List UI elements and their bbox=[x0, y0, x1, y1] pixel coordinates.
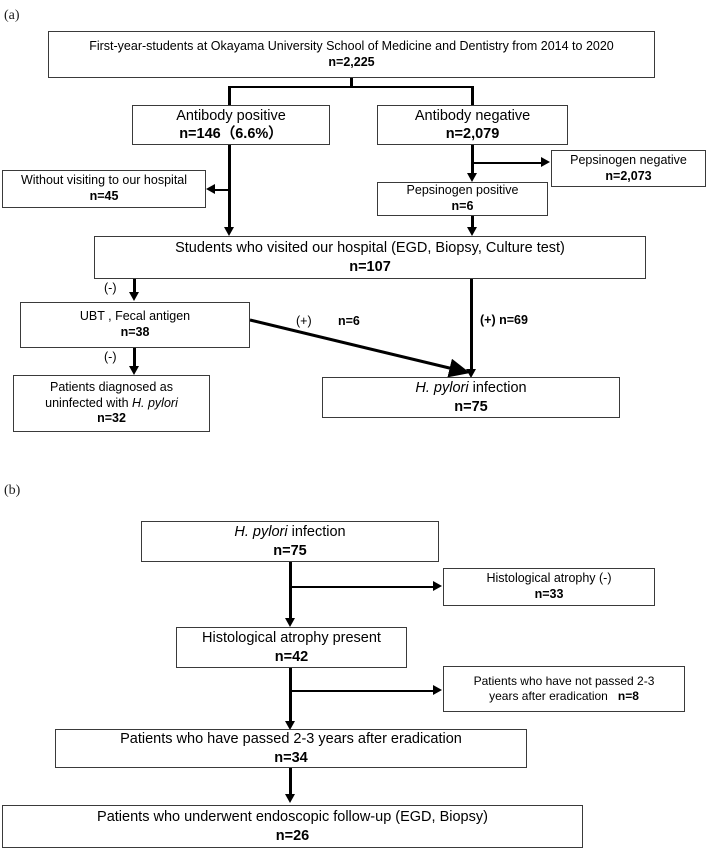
edge-label-uninfected-negative: (-) bbox=[104, 350, 117, 364]
arrowhead-atrophy-negative bbox=[433, 581, 442, 592]
node-atrophy-present-line2: n=42 bbox=[274, 648, 309, 665]
connector-to-antibody-positive bbox=[228, 85, 231, 106]
connector-abpos-to-without-visiting bbox=[214, 188, 230, 191]
node-uninfected-line2-text: uninfected with bbox=[45, 395, 132, 410]
node-pepsinogen-positive: Pepsinogen positive n=6 bbox=[377, 182, 548, 216]
node-ubt-fecal-antigen: UBT , Fecal antigen n=38 bbox=[20, 302, 250, 348]
connector-abneg-to-pepsinogen-negative bbox=[472, 161, 542, 164]
node-visited-hospital-line2: n=107 bbox=[349, 258, 391, 275]
node-antibody-negative-line1: Antibody negative bbox=[414, 107, 531, 124]
arrowhead-abpos-to-hospital bbox=[223, 227, 234, 236]
node-hp-infection-a: H. pylori infection n=75 bbox=[322, 377, 620, 418]
node-cohort-line1: First-year-students at Okayama Universit… bbox=[89, 38, 614, 53]
node-cohort-line2: n=2,225 bbox=[328, 54, 375, 69]
node-hp-infection-b: H. pylori infection n=75 bbox=[141, 521, 439, 562]
node-hp-infection-b-rest: infection bbox=[287, 524, 346, 541]
edge-label-ubt-positive-n: n=6 bbox=[338, 314, 360, 328]
node-antibody-positive: Antibody positive n=146（6.6%） bbox=[132, 105, 330, 145]
node-cohort: First-year-students at Okayama Universit… bbox=[48, 31, 655, 78]
node-not-passed: Patients who have not passed 2-3 years a… bbox=[443, 666, 685, 712]
node-pepsinogen-negative-line2: n=2,073 bbox=[605, 168, 652, 183]
arrowhead-hospital-to-hp bbox=[466, 369, 476, 378]
node-hp-infection-a-line2: n=75 bbox=[454, 398, 488, 415]
connector-atrophy-to-not-passed bbox=[291, 689, 434, 692]
node-hp-infection-a-line1: H. pylori infection bbox=[415, 379, 526, 397]
panel-a-label: (a) bbox=[4, 8, 20, 23]
node-without-visiting-line1: Without visiting to our hospital bbox=[20, 173, 188, 188]
connector-ubt-to-uninfected bbox=[132, 348, 136, 367]
node-atrophy-negative-line2: n=33 bbox=[534, 587, 564, 601]
arrowhead-abneg-to-pepsinogen-positive bbox=[466, 173, 477, 182]
node-not-passed-line2-text: years after eradication bbox=[489, 689, 608, 703]
node-hp-infection-b-line2: n=75 bbox=[273, 542, 307, 559]
connector-atrophy-to-passed bbox=[288, 668, 292, 723]
node-uninfected-line2: uninfected with H. pylori bbox=[45, 396, 178, 412]
node-without-visiting-line2: n=45 bbox=[89, 189, 119, 203]
connector-pepsinogen-to-hospital bbox=[470, 216, 474, 228]
node-atrophy-negative: Histological atrophy (-) n=33 bbox=[443, 568, 655, 606]
arrowhead-passed-to-followup bbox=[284, 794, 295, 803]
node-passed: Patients who have passed 2-3 years after… bbox=[55, 729, 527, 768]
node-pepsinogen-positive-line2: n=6 bbox=[451, 199, 474, 213]
arrowhead-not-passed bbox=[433, 685, 442, 696]
arrowhead-atrophy-to-passed bbox=[284, 721, 295, 730]
connector-hospital-to-ubt bbox=[132, 279, 136, 293]
node-not-passed-line1: Patients who have not passed 2-3 bbox=[473, 674, 655, 688]
node-pepsinogen-positive-line1: Pepsinogen positive bbox=[406, 183, 519, 198]
node-hp-infection-a-rest: infection bbox=[468, 380, 527, 397]
node-uninfected-line1: Patients diagnosed as bbox=[49, 380, 173, 395]
panel-b-label: (b) bbox=[4, 483, 21, 498]
node-atrophy-present-line1: Histological atrophy present bbox=[202, 630, 381, 647]
node-endoscopic-followup-line2: n=26 bbox=[275, 827, 310, 844]
arrowhead-hospital-to-ubt bbox=[128, 292, 139, 301]
connector-abneg-stem bbox=[470, 145, 474, 176]
node-hp-infection-b-line1: H. pylori infection bbox=[234, 523, 345, 541]
node-atrophy-present: Histological atrophy present n=42 bbox=[176, 627, 407, 668]
arrowhead-hpb-to-atrophy-present bbox=[284, 618, 295, 627]
arrowhead-ubt-to-uninfected bbox=[128, 366, 139, 375]
node-antibody-negative: Antibody negative n=2,079 bbox=[377, 105, 568, 145]
connector-cohort-bus bbox=[229, 85, 474, 88]
node-antibody-positive-line1: Antibody positive bbox=[176, 107, 286, 124]
node-antibody-positive-line2: n=146（6.6%） bbox=[179, 126, 283, 142]
node-ubt-line2: n=38 bbox=[120, 325, 150, 339]
edge-label-ubt-branch-negative: (-) bbox=[104, 281, 117, 295]
edge-label-direct-positive: (+) n=69 bbox=[480, 313, 528, 327]
node-uninfected-line3: n=32 bbox=[97, 411, 126, 426]
connector-cohort-stem bbox=[350, 78, 353, 88]
connector-abpos-to-hospital bbox=[227, 145, 231, 228]
connector-hpb-to-atrophy-negative bbox=[291, 585, 434, 588]
connector-passed-to-followup bbox=[288, 768, 292, 796]
connector-to-antibody-negative bbox=[471, 85, 474, 106]
connector-hpb-to-atrophy-present bbox=[288, 562, 292, 620]
arrowhead-pepsinogen-negative bbox=[541, 157, 550, 168]
node-visited-hospital-line1: Students who visited our hospital (EGD, … bbox=[175, 240, 565, 257]
node-without-visiting: Without visiting to our hospital n=45 bbox=[2, 170, 206, 208]
arrowhead-pepsinogen-to-hospital bbox=[466, 227, 477, 236]
node-uninfected-line2-italic: H. pylori bbox=[132, 395, 178, 410]
node-uninfected: Patients diagnosed as uninfected with H.… bbox=[13, 375, 210, 432]
node-ubt-line1: UBT , Fecal antigen bbox=[79, 309, 191, 324]
node-not-passed-line2-bold: n=8 bbox=[617, 689, 639, 703]
node-passed-line2: n=34 bbox=[274, 749, 308, 766]
arrowhead-without-visiting bbox=[206, 184, 215, 195]
node-hp-infection-b-italic: H. pylori bbox=[234, 524, 288, 541]
node-passed-line1: Patients who have passed 2-3 years after… bbox=[120, 731, 462, 748]
node-pepsinogen-negative-line1: Pepsinogen negative bbox=[570, 152, 687, 167]
connector-hospital-to-hp bbox=[470, 279, 473, 371]
node-endoscopic-followup-line1: Patients who underwent endoscopic follow… bbox=[97, 809, 488, 826]
edge-label-ubt-positive-sign: (+) bbox=[296, 314, 312, 328]
node-atrophy-negative-line1: Histological atrophy (-) bbox=[486, 571, 612, 586]
node-endoscopic-followup: Patients who underwent endoscopic follow… bbox=[2, 805, 583, 848]
node-antibody-negative-line2: n=2,079 bbox=[445, 126, 500, 142]
node-pepsinogen-negative: Pepsinogen negative n=2,073 bbox=[551, 150, 706, 187]
node-not-passed-line2: years after eradication n=8 bbox=[489, 689, 639, 704]
node-visited-hospital: Students who visited our hospital (EGD, … bbox=[94, 236, 646, 279]
node-hp-infection-a-italic: H. pylori bbox=[415, 380, 469, 397]
